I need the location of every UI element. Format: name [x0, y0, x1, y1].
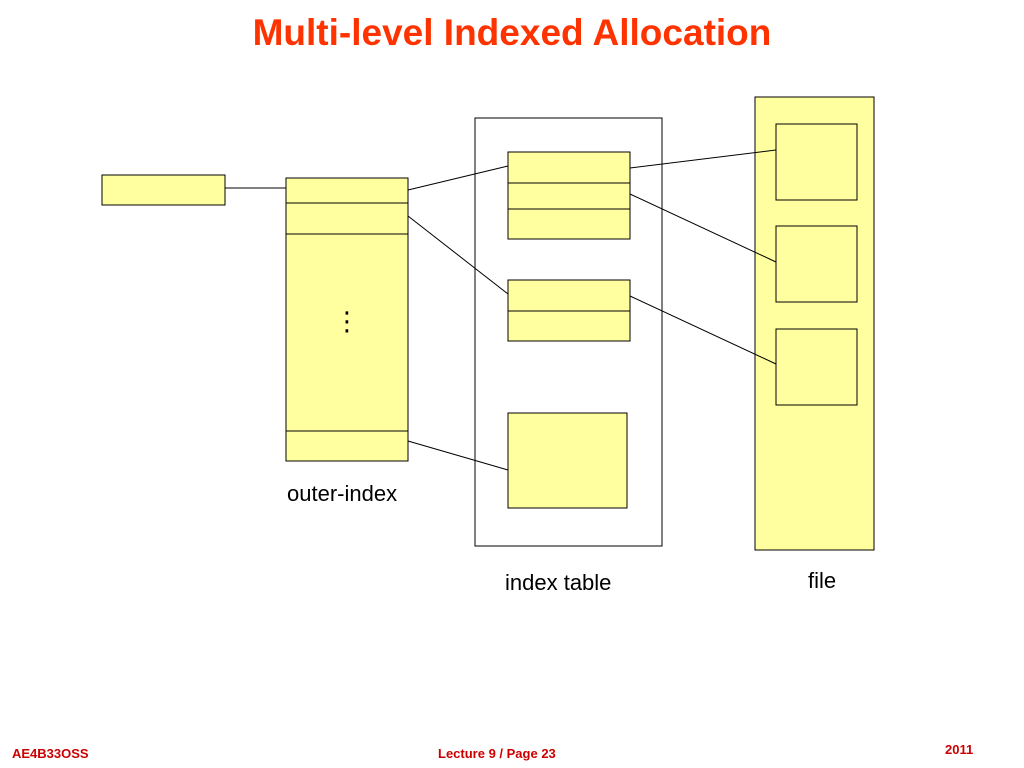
- outer-index-label: outer-index: [287, 481, 398, 506]
- file-data-block-2: [775, 225, 858, 303]
- footer-course: AE4B33OSS: [12, 746, 89, 761]
- outer-index-table: [285, 177, 409, 462]
- footer-year: 2011: [945, 742, 974, 757]
- index-table-label: index table: [505, 570, 612, 595]
- footer-page: Lecture 9 / Page 23: [438, 746, 556, 761]
- pointer-line: [629, 149, 777, 169]
- slide-title: Multi-level Indexed Allocation: [252, 12, 772, 53]
- pointer-line: [407, 215, 509, 295]
- pointer-line: [407, 165, 509, 191]
- inode-pointer-block: [101, 174, 226, 206]
- index-block-3: [507, 412, 628, 509]
- file-label: file: [808, 568, 837, 593]
- pointer-line: [407, 440, 509, 471]
- index-block-1: [507, 151, 631, 240]
- file-data-block-1: [775, 123, 858, 201]
- pointer-line: [629, 193, 777, 263]
- pointer-line: [629, 295, 777, 365]
- ellipsis-mark: ⋮: [334, 307, 360, 337]
- file-data-block-3: [775, 328, 858, 406]
